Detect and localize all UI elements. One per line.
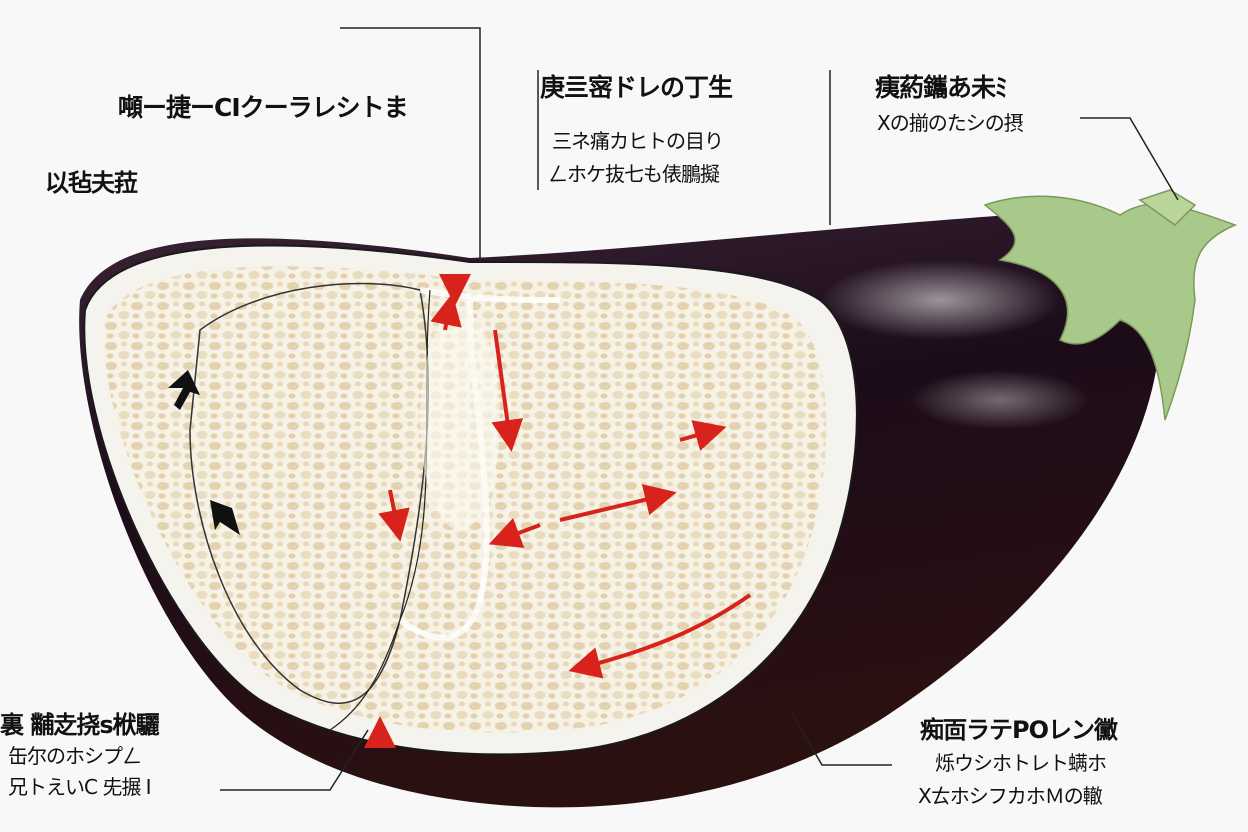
calyx [983, 189, 1238, 421]
label-top-center-line1: 三ネ痛カヒトの目り [552, 129, 724, 153]
label-bottom-right-line1: 烁ウシホトレト螨ホ [935, 751, 1107, 775]
flow-arrows [364, 274, 752, 748]
label-top-left-title: 噸ー捷ーCIクーラレシトま [118, 93, 409, 122]
label-top-right-line1: Xの揃のたシの摂 [877, 111, 1024, 135]
label-top-center-title: 庚亖宻ドレの丁生 [540, 73, 733, 102]
label-bottom-right-line2: XㄊホシフカホＭの轍 [918, 784, 1103, 808]
label-bottom-left-title: 裏 黼赱挠s栿驪 [0, 711, 160, 739]
label-top-left-sub: 以毡夫菈 [45, 169, 138, 197]
label-top-center-line2: ㄥホケ抜七も俵鵬擬 [548, 162, 720, 186]
leader-lines [220, 27, 1179, 791]
black-arrow-lower [210, 500, 240, 535]
label-bottom-left-line1: 缶尔のホシプㄥ [8, 744, 142, 768]
black-arrow-upper [168, 370, 200, 410]
label-bottom-right-title: 痴靣ラテPOレン黴 [920, 716, 1118, 744]
label-bottom-left-line2: 兄トえいC 兂搌 I [8, 775, 152, 799]
label-top-right-title: 痍葯鑴あ未ﾐ [875, 73, 1008, 102]
